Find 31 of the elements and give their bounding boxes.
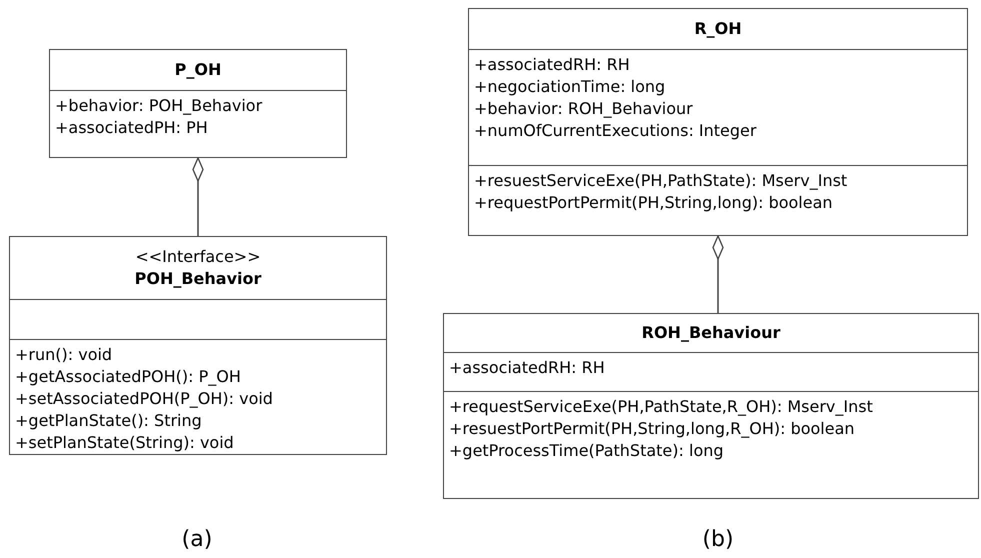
class-compartment [10, 339, 386, 454]
member-text: +setAssociatedPOH(P_OH): void [15, 388, 274, 410]
member-text: +getPlanState(): String [15, 410, 203, 432]
member-text: +setPlanState(String): void [15, 432, 235, 454]
aggregation-connector [712, 235, 724, 313]
member-text: +requestPortPermit(PH,String,long): boolean [474, 192, 834, 214]
member-text: +resuestServiceExe(PH,PathState): Mserv_Inst [474, 170, 848, 192]
stereotype-label: <<Interface>> [135, 246, 261, 268]
member-text: +associatedPH: PH [55, 117, 209, 139]
member-text: +numOfCurrentExecutions: Integer [474, 120, 758, 142]
aggregation-connector [192, 157, 204, 236]
class-box [468, 8, 968, 236]
member-text: +getProcessTime(PathState): long [449, 440, 725, 462]
member-text: +requestServiceExe(PH,PathState,R_OH): Mserv_Inst [449, 396, 874, 418]
class-name: ROH_Behaviour [642, 322, 780, 344]
class-name: POH_Behavior [134, 268, 262, 290]
figure-label: (b) [702, 527, 734, 552]
member-text: +resuestPortPermit(PH,String,long,R_OH): boolean [449, 418, 856, 440]
member-text: +getAssociatedPOH(): P_OH [15, 366, 242, 388]
figure-label: (a) [182, 527, 212, 552]
member-text: +associatedRH: RH [449, 357, 606, 379]
class-box [49, 49, 347, 158]
class-box [9, 236, 387, 455]
member-text: +behavior: ROH_Behaviour [474, 98, 694, 120]
member-text: +negociationTime: long [474, 76, 666, 98]
member-text: +associatedRH: RH [474, 54, 631, 76]
class-box [443, 313, 979, 499]
member-text: +run(): void [15, 344, 114, 366]
class-name: R_OH [694, 18, 742, 40]
class-name: P_OH [174, 59, 222, 81]
member-text: +behavior: POH_Behavior [55, 95, 264, 117]
